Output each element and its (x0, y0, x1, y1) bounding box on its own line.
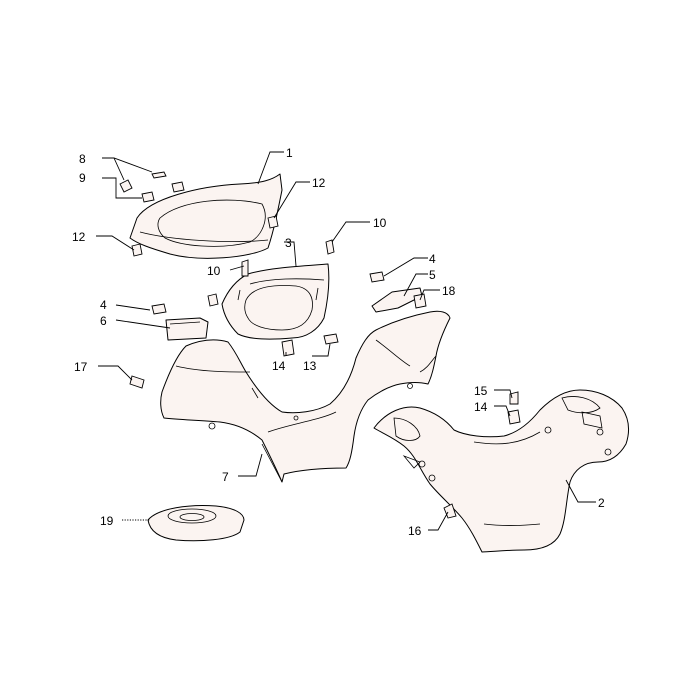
screw-4b (151, 303, 167, 315)
callout-14-left: 14 (272, 359, 286, 373)
screw-8b (119, 179, 133, 193)
clip-18 (413, 293, 427, 309)
clip-12b (131, 243, 143, 257)
callout-13: 13 (303, 359, 317, 373)
callout-7: 7 (222, 470, 229, 484)
hardware (119, 171, 521, 519)
callout-labels: 1 2 3 4 4 5 6 7 8 9 10 10 12 12 13 14 14… (72, 146, 605, 538)
part-2-front-handlebar-cover (373, 389, 630, 553)
callout-8: 8 (79, 152, 86, 166)
screw-10b (241, 259, 249, 277)
callout-9: 9 (79, 171, 86, 185)
callout-4-right: 4 (429, 252, 436, 266)
part-1-instrument-cover (129, 173, 283, 259)
callout-19: 19 (100, 514, 114, 528)
callout-18: 18 (442, 284, 456, 298)
callout-10-upper: 10 (373, 216, 387, 230)
callout-4-left: 4 (100, 298, 107, 312)
clip-12a (267, 215, 279, 229)
part-7-rear-handlebar-cover (160, 310, 451, 483)
leader-lines (96, 151, 596, 531)
part-19-round-cap (147, 505, 245, 542)
part-3-front-panel (221, 263, 330, 340)
screw-10c (207, 293, 219, 307)
part-6-clip-cover (165, 317, 209, 341)
screw-8a (151, 171, 167, 179)
callout-10-lower: 10 (207, 264, 221, 278)
screw-15 (509, 391, 519, 405)
callout-16: 16 (408, 524, 422, 538)
callout-15: 15 (474, 384, 488, 398)
screw-13 (323, 333, 339, 345)
callout-6: 6 (100, 314, 107, 328)
callout-2: 2 (598, 496, 605, 510)
screw-4a (369, 271, 385, 283)
callout-5: 5 (429, 268, 436, 282)
clip-14a (281, 339, 295, 357)
callout-17: 17 (74, 360, 88, 374)
callout-3: 3 (285, 236, 292, 250)
clip-9 (141, 191, 155, 203)
clip-14b (507, 409, 521, 425)
screw-17 (129, 375, 145, 389)
callout-1: 1 (286, 146, 293, 160)
clip-8 (171, 181, 185, 193)
callout-12-upper: 12 (312, 176, 326, 190)
callout-14-right: 14 (474, 400, 488, 414)
callout-12-lower: 12 (72, 230, 86, 244)
screw-10a (325, 239, 335, 255)
